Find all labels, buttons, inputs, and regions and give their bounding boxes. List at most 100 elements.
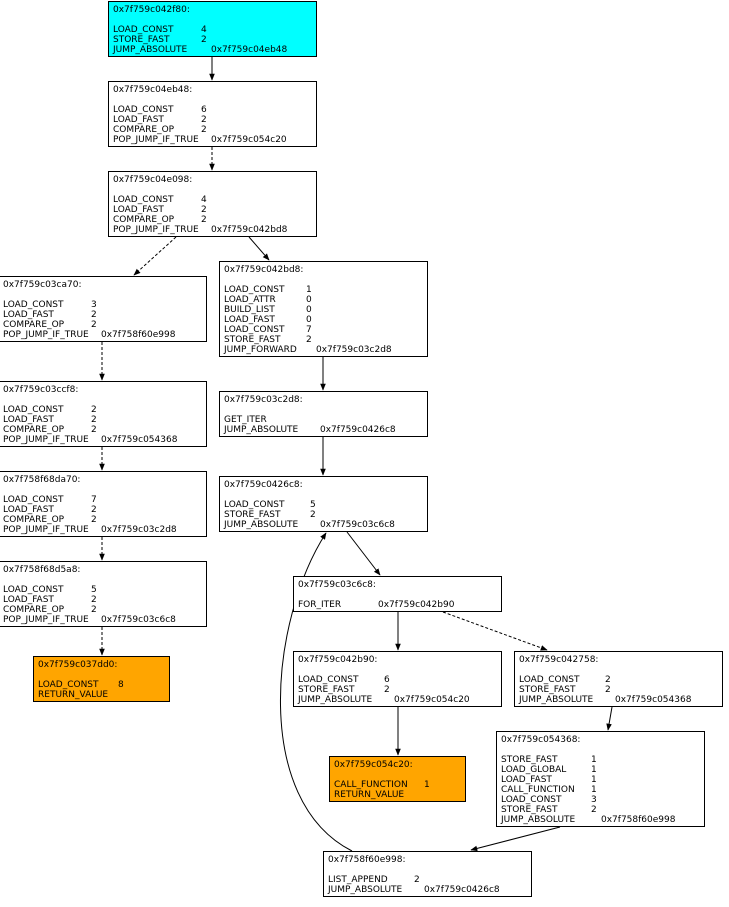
opcode: COMPARE_OP [3,605,65,615]
jump-target: 0x7f759c04eb48 [211,45,288,55]
opcode: JUMP_ABSOLUTE [113,45,188,55]
opcode: JUMP_ABSOLUTE [328,885,403,895]
opcode: JUMP_FORWARD [224,345,297,355]
block-address: 0x7f759c054368: [501,735,581,745]
instruction-row: RETURN_VALUE [38,690,165,700]
opcode: COMPARE_OP [113,215,175,225]
jump-target: 0x7f759c054368 [101,435,178,445]
opcode: LOAD_CONST [113,195,174,205]
operand: 7 [306,325,312,335]
opcode: LOAD_FAST [113,115,164,125]
operand: 7 [91,495,97,505]
operand: 2 [91,515,97,525]
edge-solid [280,532,353,852]
jump-target: 0x7f759c054368 [615,695,692,705]
opcode: LOAD_CONST [3,300,64,310]
opcode: POP_JUMP_IF_TRUE [3,525,89,535]
instruction-row: POP_JUMP_IF_TRUE 0x7f759c03c2d8 [3,525,202,535]
operand: 1 [591,775,597,785]
edge-solid [470,826,561,852]
operand: 2 [91,505,97,515]
operand: 2 [91,310,97,320]
operand: 2 [201,115,207,125]
block-address: 0x7f759c03ca70: [3,280,82,290]
operand: 2 [605,685,611,695]
instruction-row: LOAD_FAST 2 [3,310,202,320]
block-address: 0x7f759c042b90: [298,655,378,665]
operand: 0 [306,315,312,325]
opcode: LOAD_FAST [3,415,54,425]
jump-target: 0x7f759c03c2d8 [101,525,177,535]
block-address: 0x7f759c03ccf8: [3,385,79,395]
operand: 2 [91,415,97,425]
opcode: LOAD_CONST [113,25,174,35]
opcode: STORE_FAST [224,335,281,345]
opcode: RETURN_VALUE [38,690,109,700]
jump-target: 0x7f759c03c6c8 [101,615,176,625]
jump-target: 0x7f759c042bd8 [211,225,288,235]
block-address: 0x7f759c03c6c8: [298,580,376,590]
opcode: LOAD_CONST [3,405,64,415]
operand: 5 [91,585,97,595]
jump-target: 0x7f759c054c20 [394,695,470,705]
opcode: LOAD_FAST [3,310,54,320]
block-address: 0x7f758f60e998: [328,855,406,865]
operand: 2 [306,335,312,345]
jump-target: 0x7f758f60e998 [601,815,676,825]
operand: 2 [201,35,207,45]
operand: 2 [91,605,97,615]
opcode: LOAD_FAST [501,775,552,785]
block-address: 0x7f759c042758: [519,655,599,665]
edge-solid [346,531,381,576]
operand: 2 [605,675,611,685]
block-address: 0x7f758f68da70: [3,475,81,485]
instruction-row: LOAD_FAST 2 [113,115,312,125]
operand: 2 [91,595,97,605]
operand: 2 [414,875,420,885]
opcode: STORE_FAST [224,510,281,520]
opcode: COMPARE_OP [113,125,175,135]
operand: 6 [384,675,390,685]
opcode: LOAD_ATTR [224,295,276,305]
block-address: 0x7f759c054c20: [334,760,413,770]
jump-target: 0x7f759c03c6c8 [320,520,395,530]
operand: 0 [306,295,312,305]
